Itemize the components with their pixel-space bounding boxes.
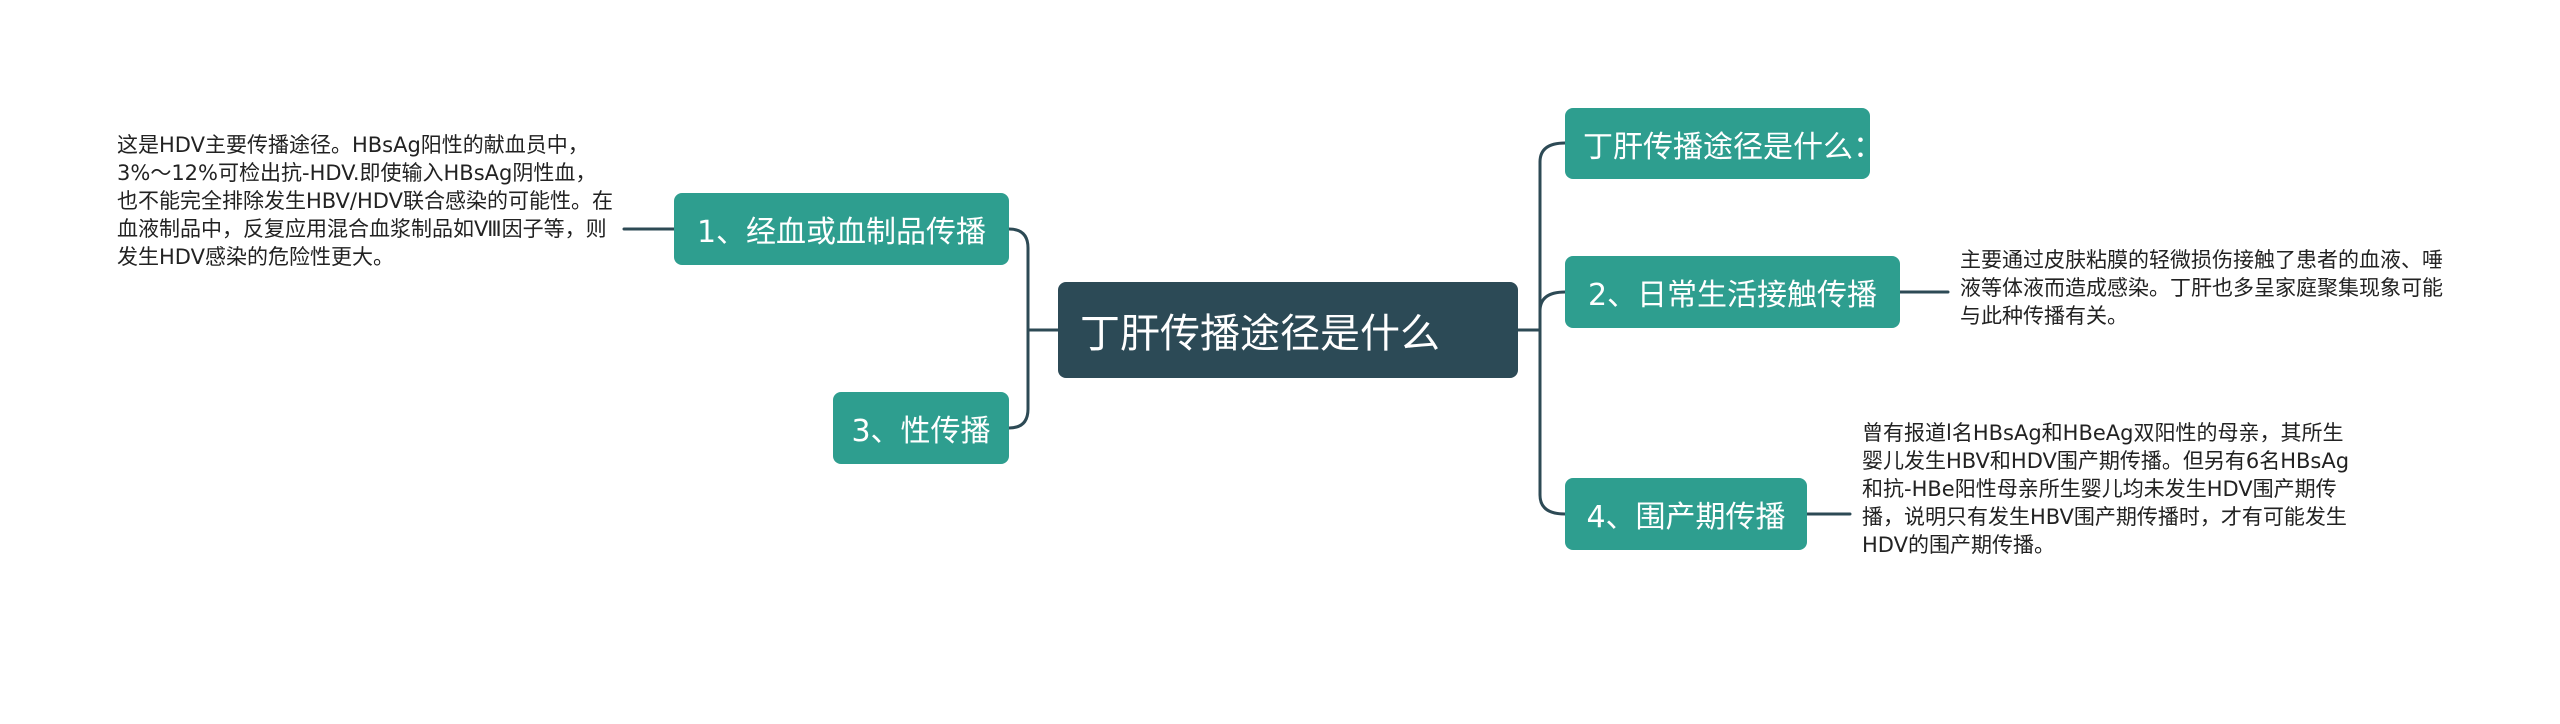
root-topic[interactable]: 丁肝传播途径是什么	[1058, 282, 1518, 378]
note-blood-transmission[interactable]: 这是HDV主要传播途径。HBsAg阳性的献血员中，3%～12%可检出抗-HDV.…	[117, 133, 613, 269]
branch-topic-blood-transmission-label: 1、经血或血制品传播	[696, 215, 987, 250]
branch-topic-daily-contact-label: 2、日常生活接触传播	[1587, 278, 1878, 313]
connector-to-branch-1	[1007, 227, 1030, 332]
note-daily-contact[interactable]: 主要通过皮肤粘膜的轻微损伤接触了患者的血液、唾液等体液而造成感染。丁肝也多呈家庭…	[1960, 248, 2443, 328]
branch-topic-perinatal[interactable]: 4、围产期传播	[1565, 478, 1807, 550]
branch-topic-daily-contact[interactable]: 2、日常生活接触传播	[1565, 256, 1900, 328]
branch-topic-sexual-transmission[interactable]: 3、性传播	[833, 392, 1009, 464]
branch-topic-sexual-transmission-label: 3、性传播	[851, 414, 991, 449]
branch-topic-perinatal-label: 4、围产期传播	[1586, 500, 1786, 535]
note-perinatal[interactable]: 曾有报道l名HBsAg和HBeAg双阳性的母亲，其所生婴儿发生HBV和HDV围产…	[1862, 421, 2350, 557]
connector-to-branch-4	[1538, 328, 1567, 516]
connector-to-branch-0	[1538, 141, 1567, 332]
connector-to-branch-2	[1538, 290, 1567, 332]
connector-to-branch-3	[1007, 328, 1030, 430]
branch-topic-question-label: 丁肝传播途径是什么：	[1583, 129, 1883, 165]
branch-topic-blood-transmission[interactable]: 1、经血或血制品传播	[674, 193, 1009, 265]
root-topic-label: 丁肝传播途径是什么	[1080, 311, 1440, 357]
branch-topic-question[interactable]: 丁肝传播途径是什么：	[1565, 108, 1883, 179]
